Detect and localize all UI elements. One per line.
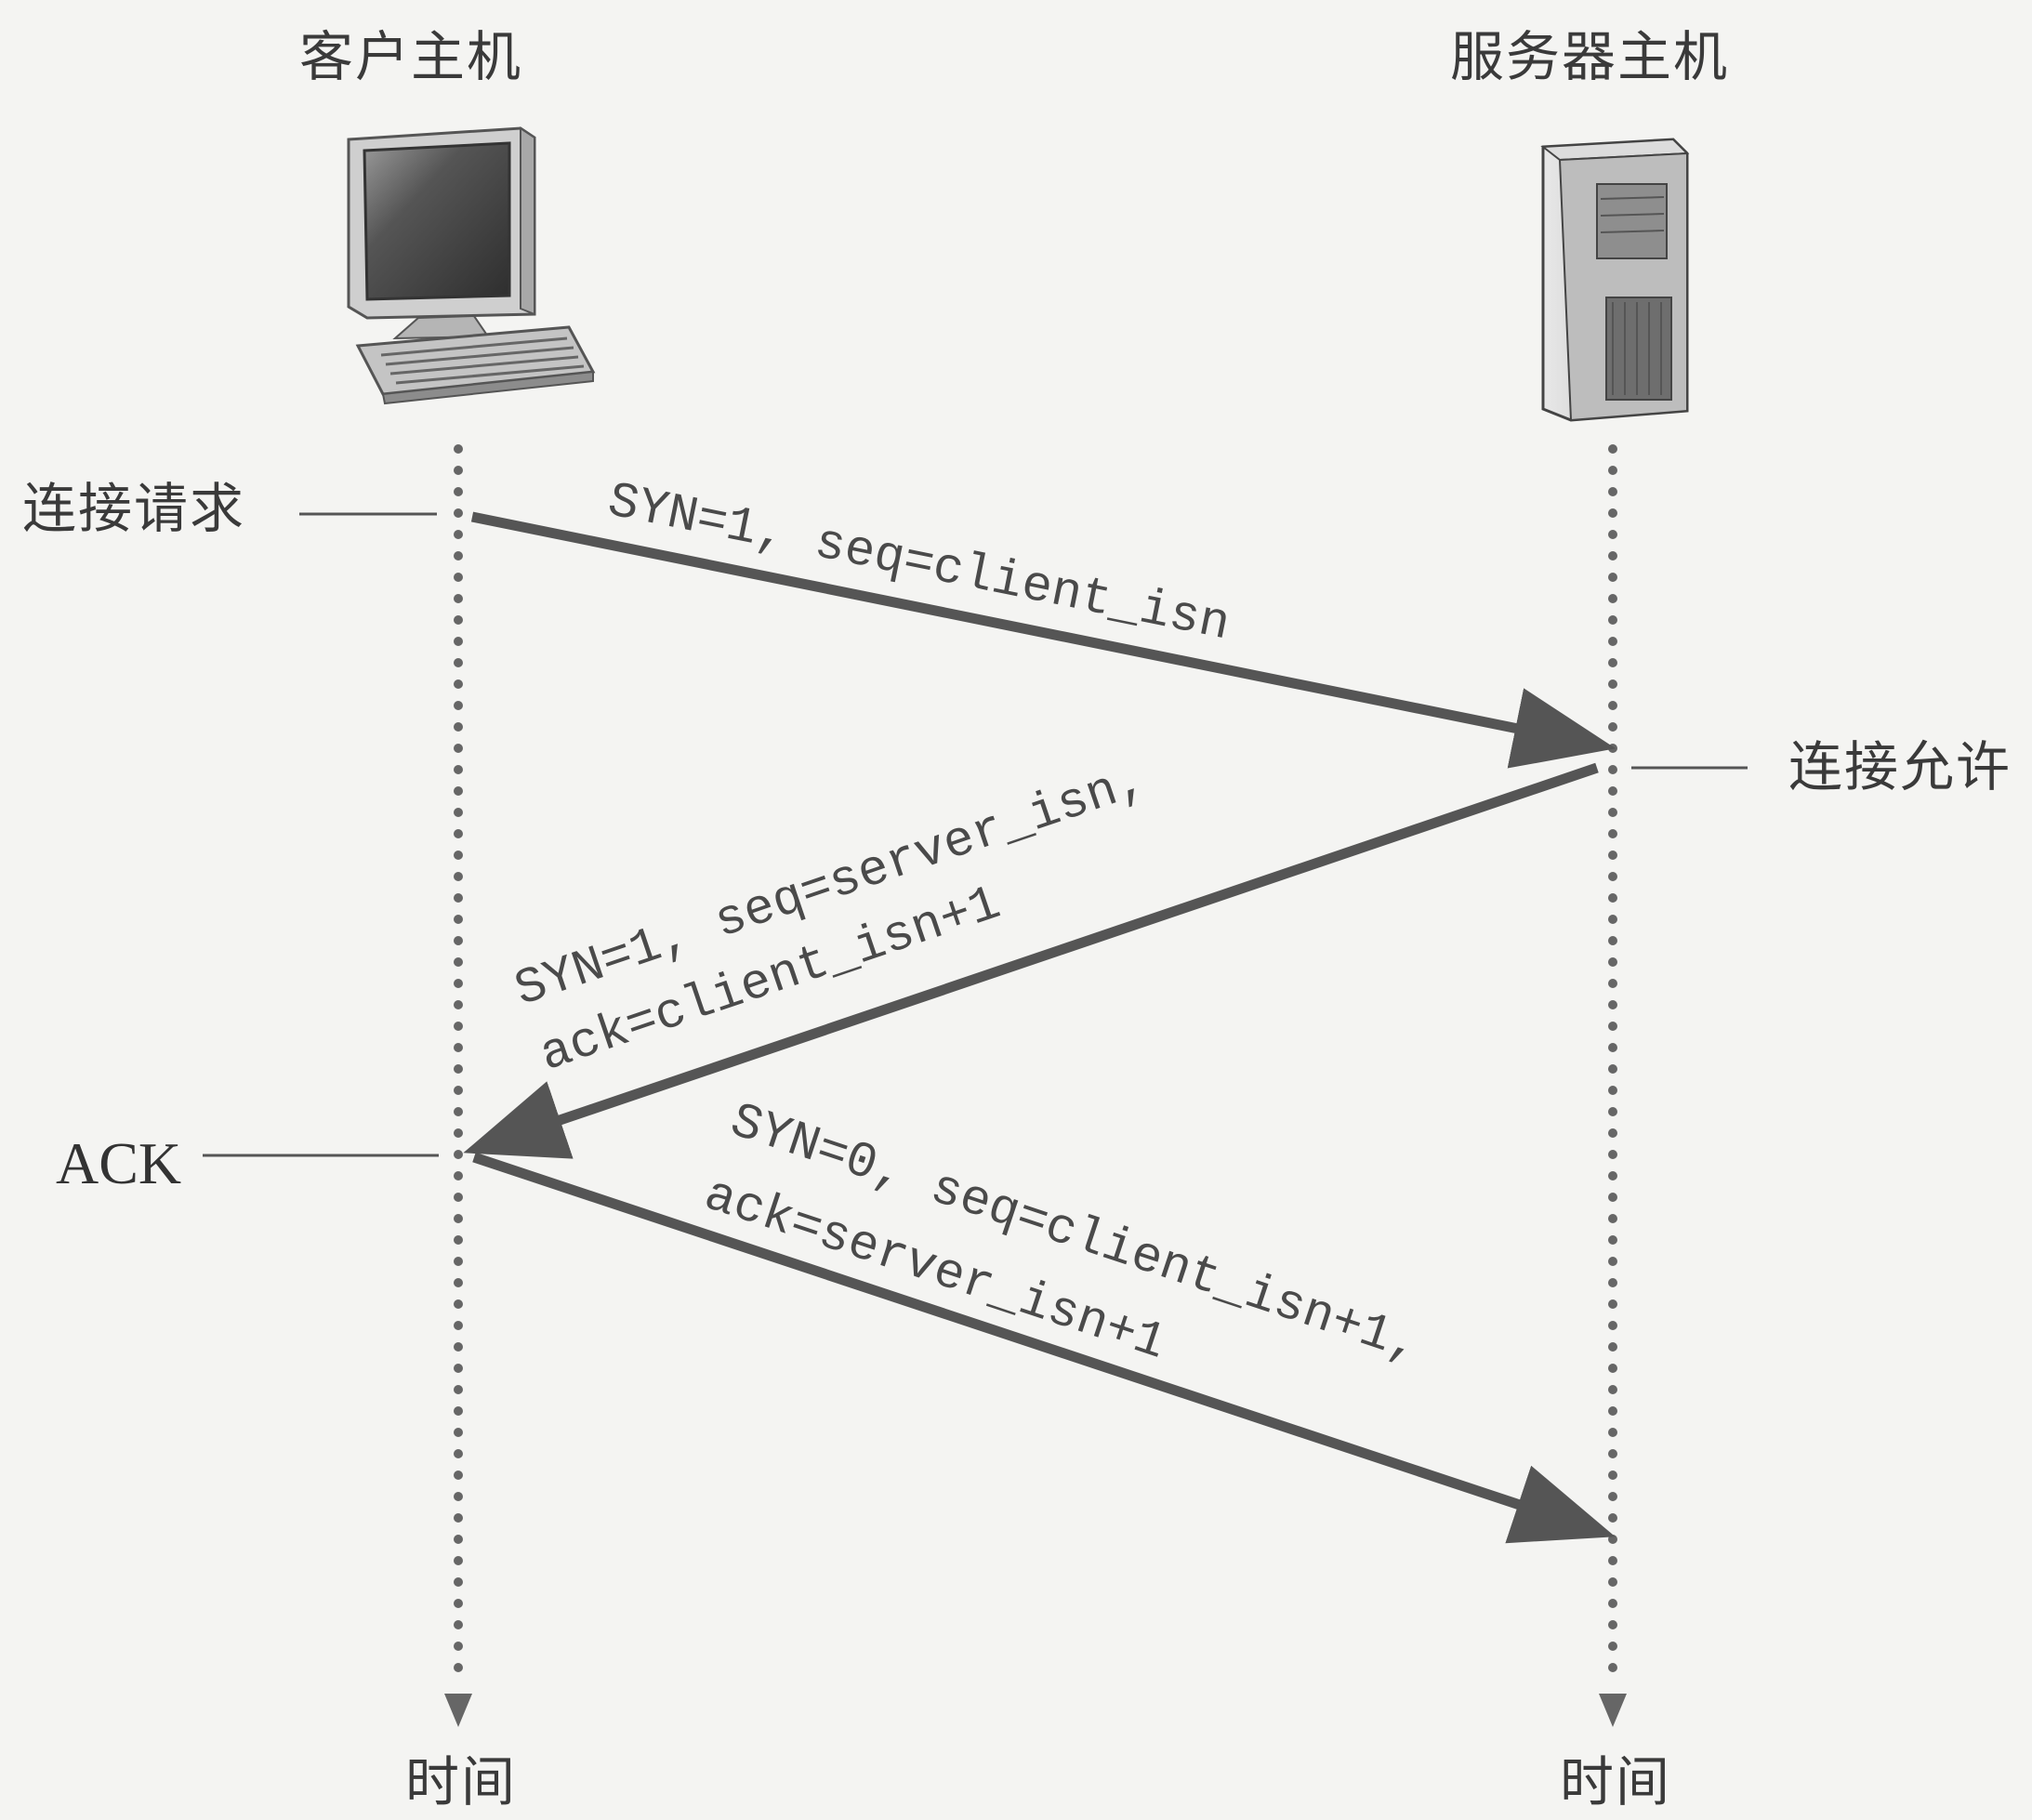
client-time-label: 时间 <box>405 1750 518 1813</box>
client-computer-icon <box>347 126 596 405</box>
syn-arrow <box>470 511 1616 769</box>
ack-arrow <box>472 1152 1616 1544</box>
server-time-label: 时间 <box>1560 1750 1672 1813</box>
server-host-title: 服务器主机 <box>1450 25 1730 88</box>
client-host-title: 客户主机 <box>299 25 523 88</box>
client-timeline-arrowhead <box>444 1694 472 1727</box>
conn-request-label: 连接请求 <box>22 477 246 540</box>
server-timeline-arrowhead <box>1599 1694 1627 1727</box>
synack-arrow <box>463 762 1599 1159</box>
server-tower-icon <box>1540 138 1690 422</box>
ack-label: ACK <box>56 1130 182 1196</box>
conn-granted-label: 连接允许 <box>1788 735 2012 798</box>
